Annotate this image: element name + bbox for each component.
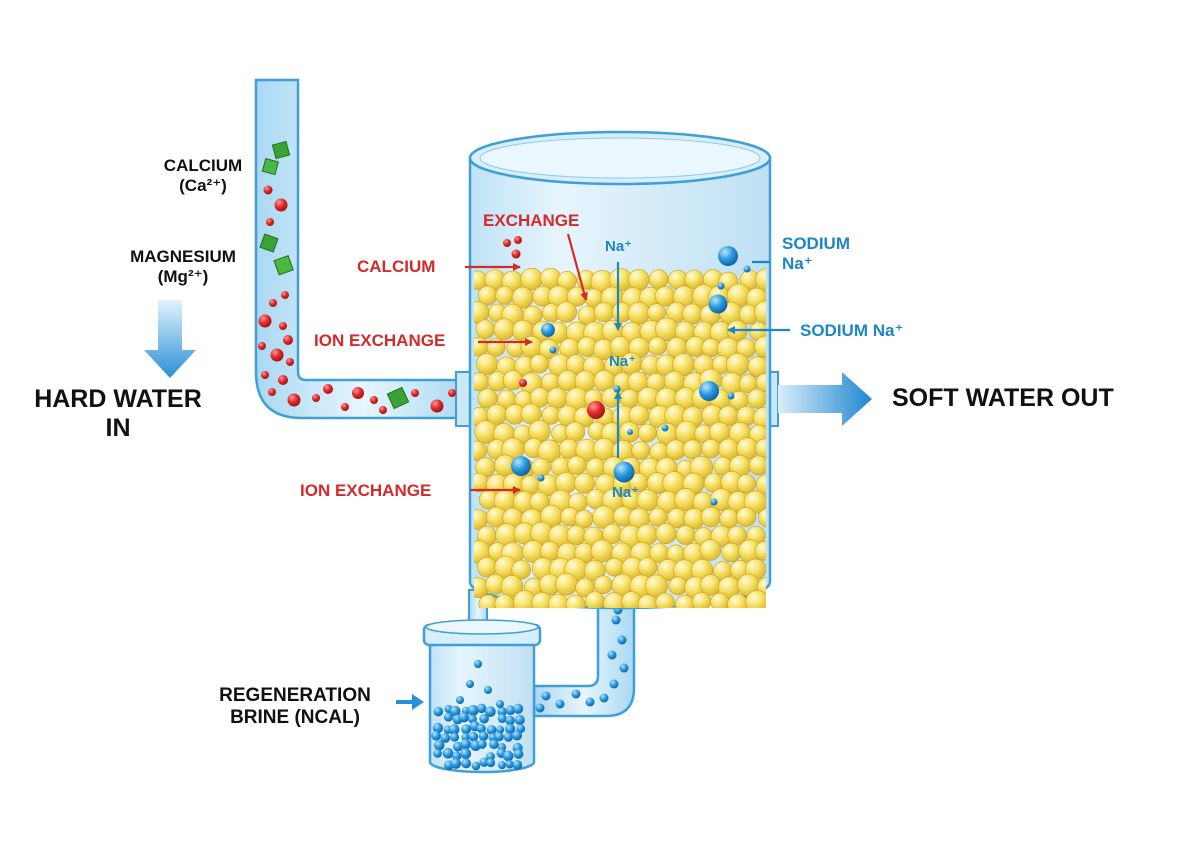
label-ion-exchange-upper: ION EXCHANGE <box>314 331 446 350</box>
label-magnesium: MAGNESIUM (Mg²⁺) <box>130 247 236 286</box>
inlet-pipe <box>254 78 472 427</box>
label-calcium-arrow: CALCIUM <box>357 257 436 276</box>
label-calcium: CALCIUM (Ca²⁺) <box>163 156 243 195</box>
brine-tank <box>422 619 542 774</box>
resin-tank <box>468 130 772 610</box>
brine-return-pipe <box>532 598 636 718</box>
label-na-bottom: Na⁺ <box>612 484 640 501</box>
label-regeneration-brine: REGENERATION BRINE (NCAL) <box>219 685 371 728</box>
label-exchange: EXCHANGE <box>483 211 580 230</box>
tank-ions <box>503 236 751 506</box>
label-na-mid: Na⁺ <box>609 353 637 370</box>
inlet-ions <box>258 140 456 414</box>
label-sodium-mid: SODIUM Na⁺ <box>800 321 904 340</box>
label-na-top: Na⁺ <box>605 238 633 255</box>
label-hard-water-in: HARD WATER IN <box>34 385 202 442</box>
outlet-arrow <box>763 371 872 427</box>
hard-water-in-arrow <box>144 300 196 378</box>
pointer-arrows <box>396 233 790 710</box>
label-soft-water-out: SOFT WATER OUT <box>892 384 1114 412</box>
label-ion-exchange-lower: ION EXCHANGE <box>300 481 432 500</box>
label-sodium-upper: SODIUM Na⁺ <box>782 234 850 273</box>
